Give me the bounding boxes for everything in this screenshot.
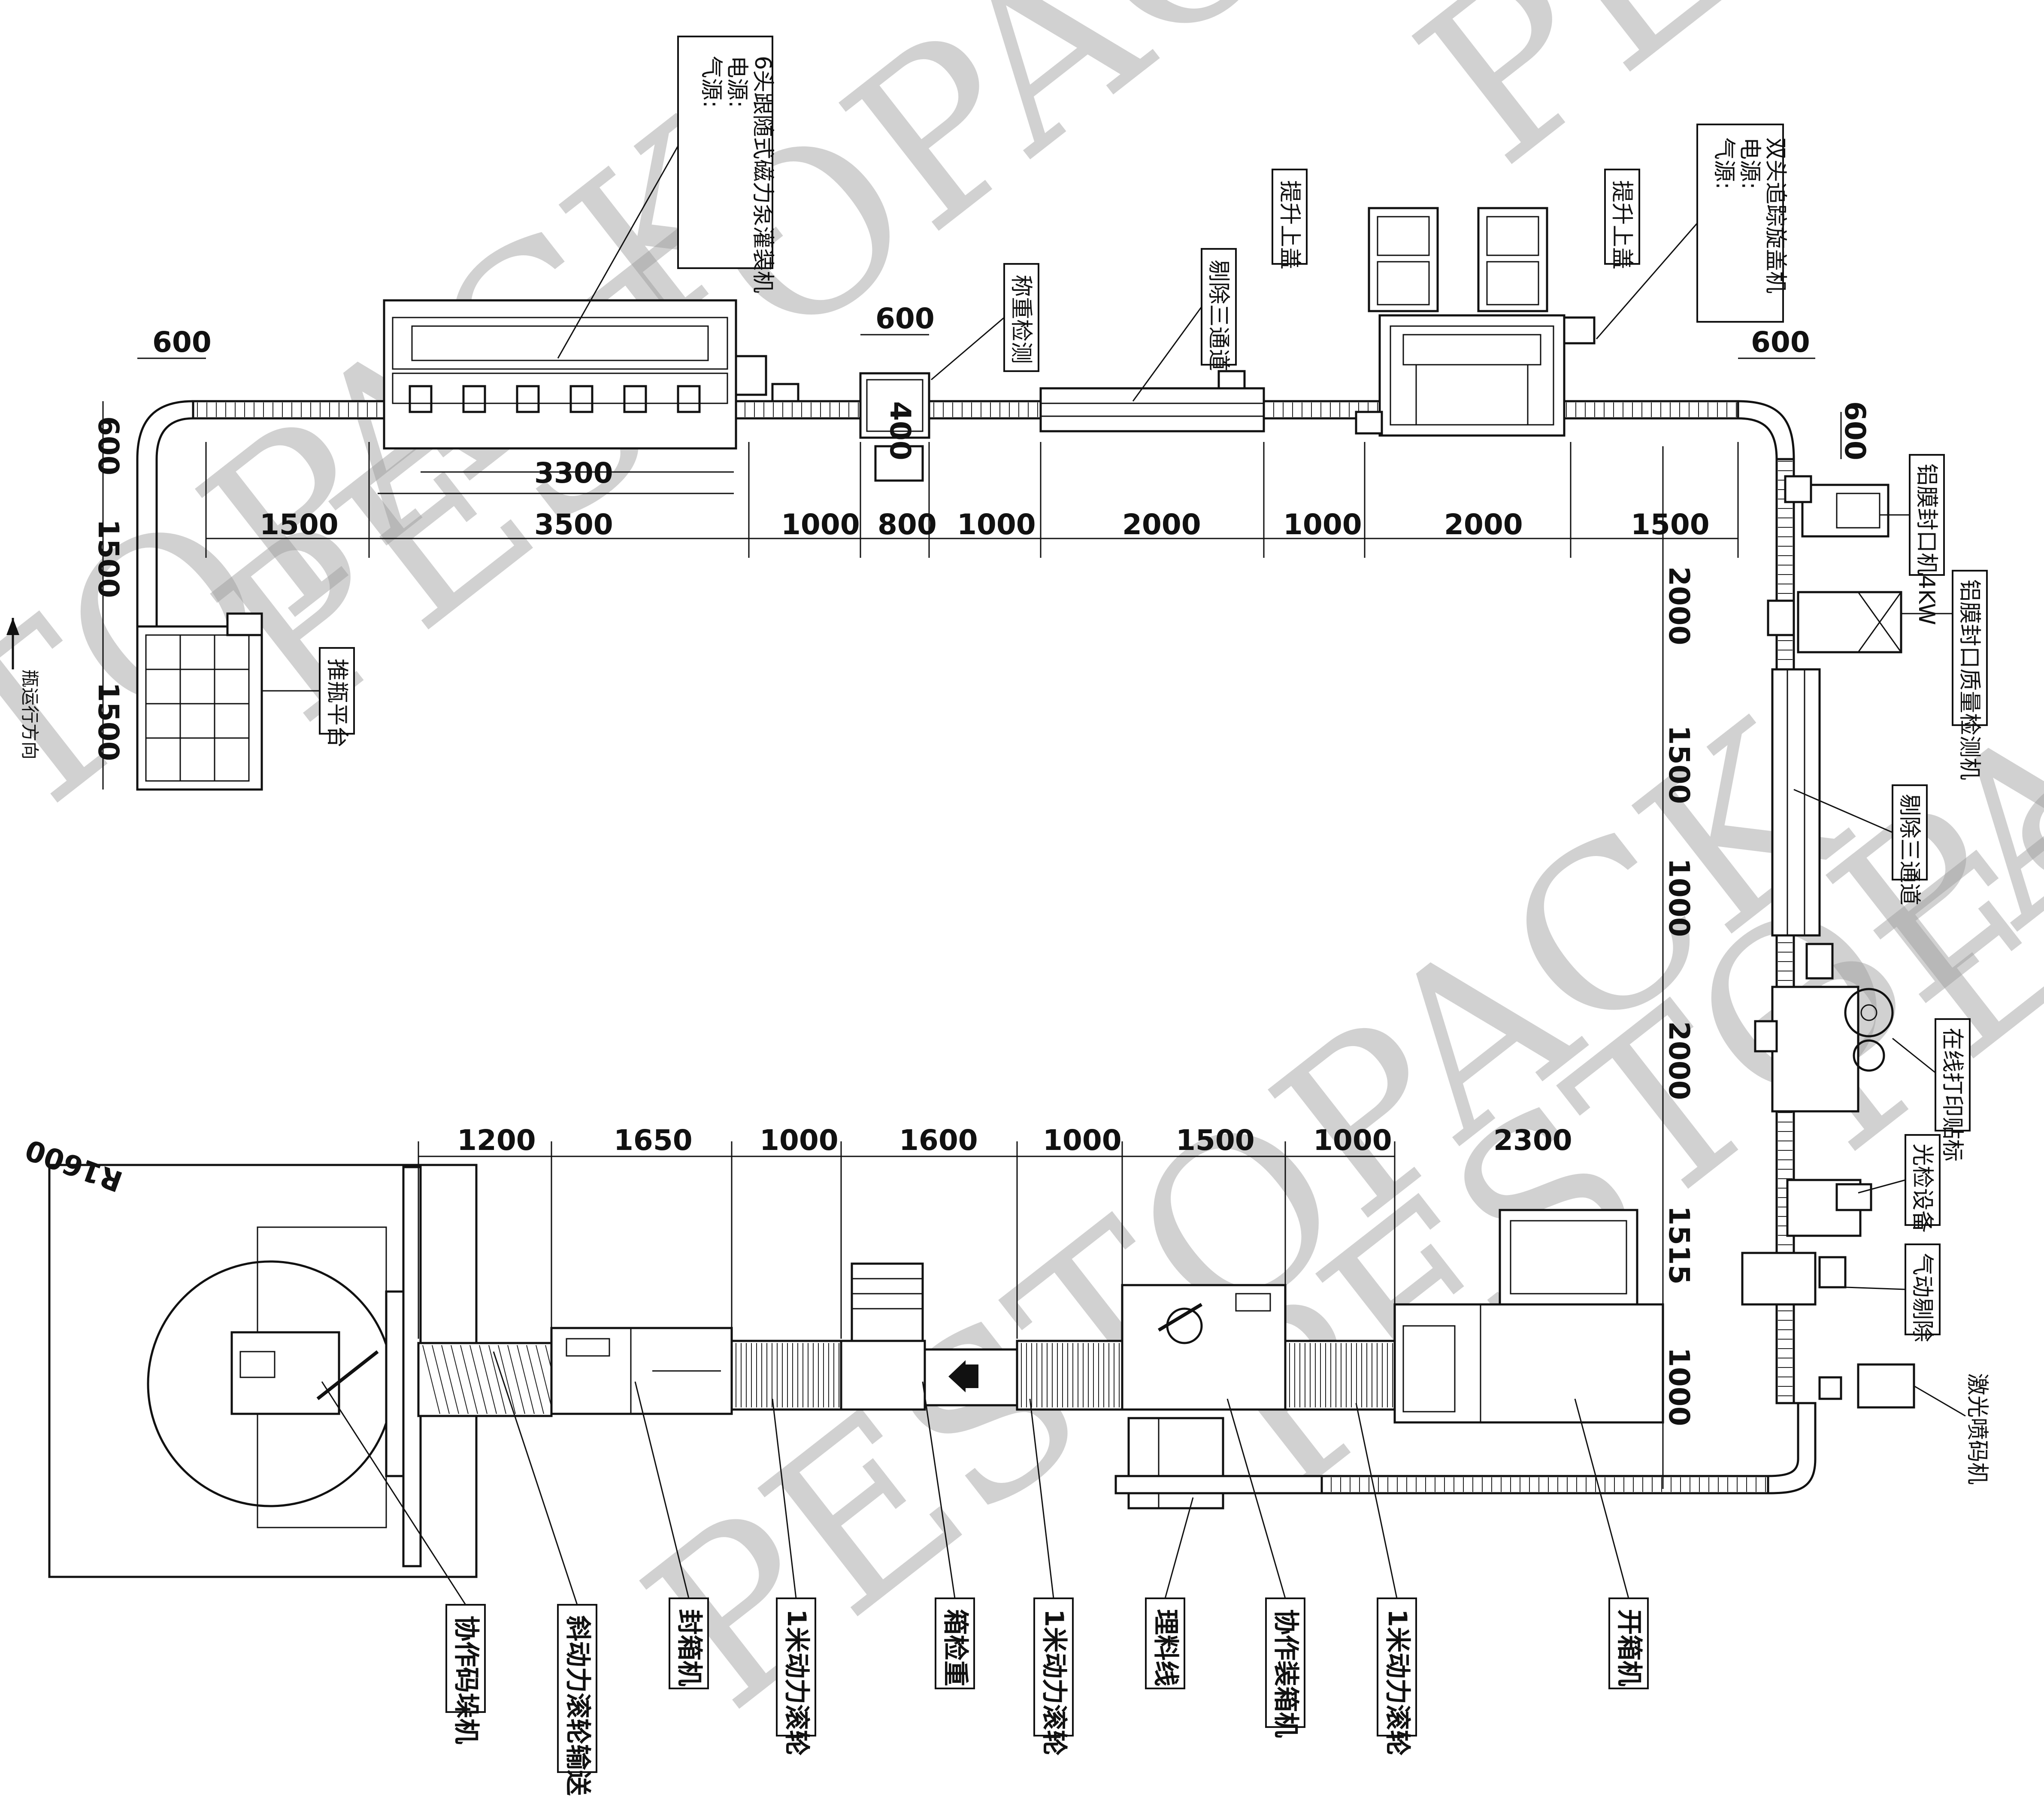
dimension-lines: [102, 334, 1842, 1489]
label-lift-cap-2: 提升上盖: [1609, 180, 1635, 269]
dim-bot-7: 1000: [1313, 1124, 1392, 1157]
check-weigher-machine: [771, 372, 930, 482]
powered-roller-1: [730, 1340, 842, 1411]
label-bottle-platform: 推瓶平台: [324, 659, 350, 748]
dim-check-600: 600: [875, 302, 935, 335]
dim-top-3: 1000: [781, 508, 860, 541]
label-capper: 双头追踪旋盖机: [1762, 137, 1788, 293]
dim-right-1000b: 1000: [1662, 1347, 1696, 1426]
bottle-platform-machine: [136, 612, 263, 791]
dim-left-1500a: 1500: [92, 519, 125, 598]
dim-bot-4: 1600: [899, 1124, 978, 1157]
dim-right-2000b: 2000: [1662, 1021, 1696, 1100]
label-remove-3-top: 剔除三通道: [1205, 260, 1231, 371]
label-case-weigher: 箱检重: [940, 1609, 970, 1686]
dim-right-2000a: 2000: [1662, 566, 1696, 645]
reject-3-channel-top: [1039, 370, 1265, 433]
label-incline-roller: 斜动力滚轮输送: [563, 1615, 593, 1796]
label-roller-3: 1米动力滚轮: [1382, 1609, 1412, 1756]
label-filler-power: 电源:: [724, 56, 750, 108]
dim-top-left-600: 600: [152, 326, 212, 359]
dim-bot-6: 1500: [1176, 1124, 1255, 1157]
dim-filler-width: 3300: [534, 457, 613, 490]
dim-right-1515: 1515: [1662, 1206, 1696, 1285]
dim-top-right-600: 600: [1751, 326, 1810, 359]
label-case-erector: 开箱机: [1614, 1609, 1644, 1686]
dim-top-8: 2000: [1444, 508, 1523, 541]
label-case-sealer: 封箱机: [674, 1609, 704, 1686]
label-check-weigher: 称重检测: [1008, 275, 1034, 364]
laser-coder-machine: [1818, 1363, 1915, 1409]
dim-bot-3: 1000: [760, 1124, 839, 1157]
callouts: [6, 36, 1988, 1773]
label-filler-air: 气源:: [698, 56, 724, 108]
label-vision: 光检设备: [1909, 1144, 1935, 1233]
dim-top-6: 2000: [1122, 508, 1201, 541]
sorter-line: [1114, 1475, 1323, 1494]
label-sorter: 理料线: [1151, 1609, 1181, 1686]
reject-3-channel-right: [1771, 668, 1821, 937]
label-palletizer: 协作码垛机: [451, 1615, 481, 1744]
dim-bot-1: 1200: [457, 1124, 536, 1157]
label-printer-machine: [1754, 943, 1894, 1113]
label-lift-cap-1: 提升上盖: [1277, 180, 1302, 269]
dim-right-1000a: 1000: [1662, 858, 1696, 937]
cap-lifter-2: [1477, 207, 1548, 312]
dim-top-2: 3500: [534, 508, 613, 541]
incline-roller-conveyor: [417, 1342, 563, 1417]
label-roller-2: 1米动力滚轮: [1039, 1609, 1069, 1756]
palletizer-area: [48, 1164, 478, 1578]
dim-top-1: 1500: [260, 508, 339, 541]
label-capper-power: 电源:: [1737, 137, 1762, 190]
powered-roller-2: [1016, 1340, 1123, 1411]
dim-right-1500: 1500: [1662, 725, 1696, 804]
label-capper-air: 气源:: [1711, 137, 1737, 190]
label-laser-coder: 激光喷码机: [1964, 1373, 1990, 1485]
label-case-packer: 协作装箱机: [1271, 1609, 1301, 1738]
case-sealer-machine: [550, 1327, 733, 1415]
dim-left-600: 600: [92, 416, 125, 475]
dim-top-5: 1000: [957, 508, 1036, 541]
dim-top-4: 800: [878, 508, 937, 541]
label-roller-1: 1米动力滚轮: [781, 1609, 812, 1756]
powered-roller-3: [1284, 1340, 1396, 1411]
dim-top-9: 1500: [1631, 508, 1710, 541]
radius-label: R1600: [21, 1133, 127, 1198]
dim-bot-2: 1650: [614, 1124, 693, 1157]
label-alu-sealer: 铝膜封口机4KW: [1914, 463, 1939, 625]
seal-detector-machine: [1767, 591, 1902, 653]
capper-machine: [1355, 314, 1596, 437]
aluminum-sealer-machine: [1784, 475, 1890, 538]
arrow-conveyor: [924, 1348, 1018, 1407]
case-weigher-machine: [840, 1262, 926, 1411]
label-label-printer: 在线打印贴标: [1939, 1028, 1965, 1162]
case-erector-machine: [1393, 1209, 1664, 1424]
dim-bot-5: 1000: [1043, 1124, 1122, 1157]
label-filler: 6头跟随式磁力泵灌装机: [750, 56, 775, 293]
dim-check-400: 400: [884, 401, 917, 460]
dim-bot-8: 2300: [1493, 1124, 1572, 1157]
filler-machine: [383, 299, 767, 450]
case-packer-machine: [1121, 1284, 1287, 1510]
dim-left-1500b: 1500: [92, 682, 125, 761]
air-reject-machine: [1741, 1252, 1847, 1306]
label-seal-detect: 铝膜封口质量检测机: [1956, 579, 1982, 780]
label-remove-3-right: 剔除三通道: [1896, 794, 1922, 905]
label-bottle-direction: 瓶运行方向: [19, 669, 40, 759]
dim-top-7: 1000: [1283, 508, 1362, 541]
dim-right-600: 600: [1838, 401, 1871, 460]
vision-inspection-machine: [1786, 1179, 1872, 1237]
cap-lifter-1: [1368, 207, 1439, 312]
label-air-reject: 气动剔除: [1909, 1253, 1935, 1342]
